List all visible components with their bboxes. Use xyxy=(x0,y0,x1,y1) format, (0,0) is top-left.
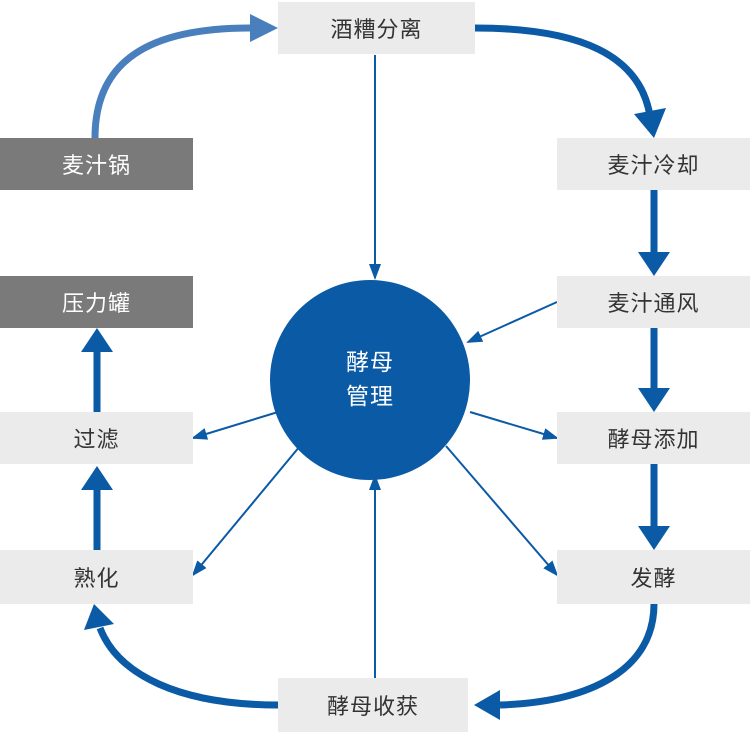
arrow-hub-to-fermentation xyxy=(445,445,559,577)
hub-label-line2: 管理 xyxy=(346,384,394,410)
node-wort-cooling: 麦汁冷却 xyxy=(557,138,750,190)
node-wort-aeration: 麦汁通风 xyxy=(557,276,750,328)
arrow-filtration-to-pressure-head xyxy=(81,328,113,352)
arrow-fermentation-to-harvest xyxy=(499,603,658,709)
node-yeast-pitching: 酵母添加 xyxy=(557,412,750,464)
arrow-pitching-to-fermentation-head xyxy=(638,526,670,550)
arrow-maturation-to-filtration-head xyxy=(81,466,113,490)
arrow-aeration-to-hub xyxy=(466,301,558,343)
node-wort-kettle: 麦汁锅 xyxy=(0,138,193,190)
arrow-harvest-to-maturation-head xyxy=(84,604,114,630)
node-wort-separation: 酒糟分离 xyxy=(278,2,475,54)
arrow-separation-to-cooling-head xyxy=(634,108,666,138)
arrow-cooling-to-aeration-head xyxy=(638,252,670,276)
hub-label-line1: 酵母 xyxy=(346,350,394,376)
arrow-separation-to-cooling xyxy=(474,24,654,117)
arrow-kettle-to-separation-head xyxy=(250,14,278,42)
arrow-kettle-to-separation xyxy=(91,24,251,139)
arrow-harvest-to-maturation xyxy=(96,626,279,709)
node-maturation: 熟化 xyxy=(0,550,193,604)
node-pressure-tank: 压力罐 xyxy=(0,276,193,328)
arrow-hub-to-filtration xyxy=(191,411,279,440)
arrow-hub-to-maturation xyxy=(191,445,301,577)
arrow-fermentation-to-harvest-head xyxy=(474,690,500,720)
arrow-hub-to-pitching xyxy=(469,411,559,440)
node-filtration: 过滤 xyxy=(0,412,193,464)
node-yeast-harvest: 酵母收获 xyxy=(278,678,468,732)
node-fermentation: 发酵 xyxy=(557,550,750,604)
arrow-aeration-to-pitching-head xyxy=(638,388,670,412)
yeast-management-hub: 酵母 管理 xyxy=(270,280,470,480)
